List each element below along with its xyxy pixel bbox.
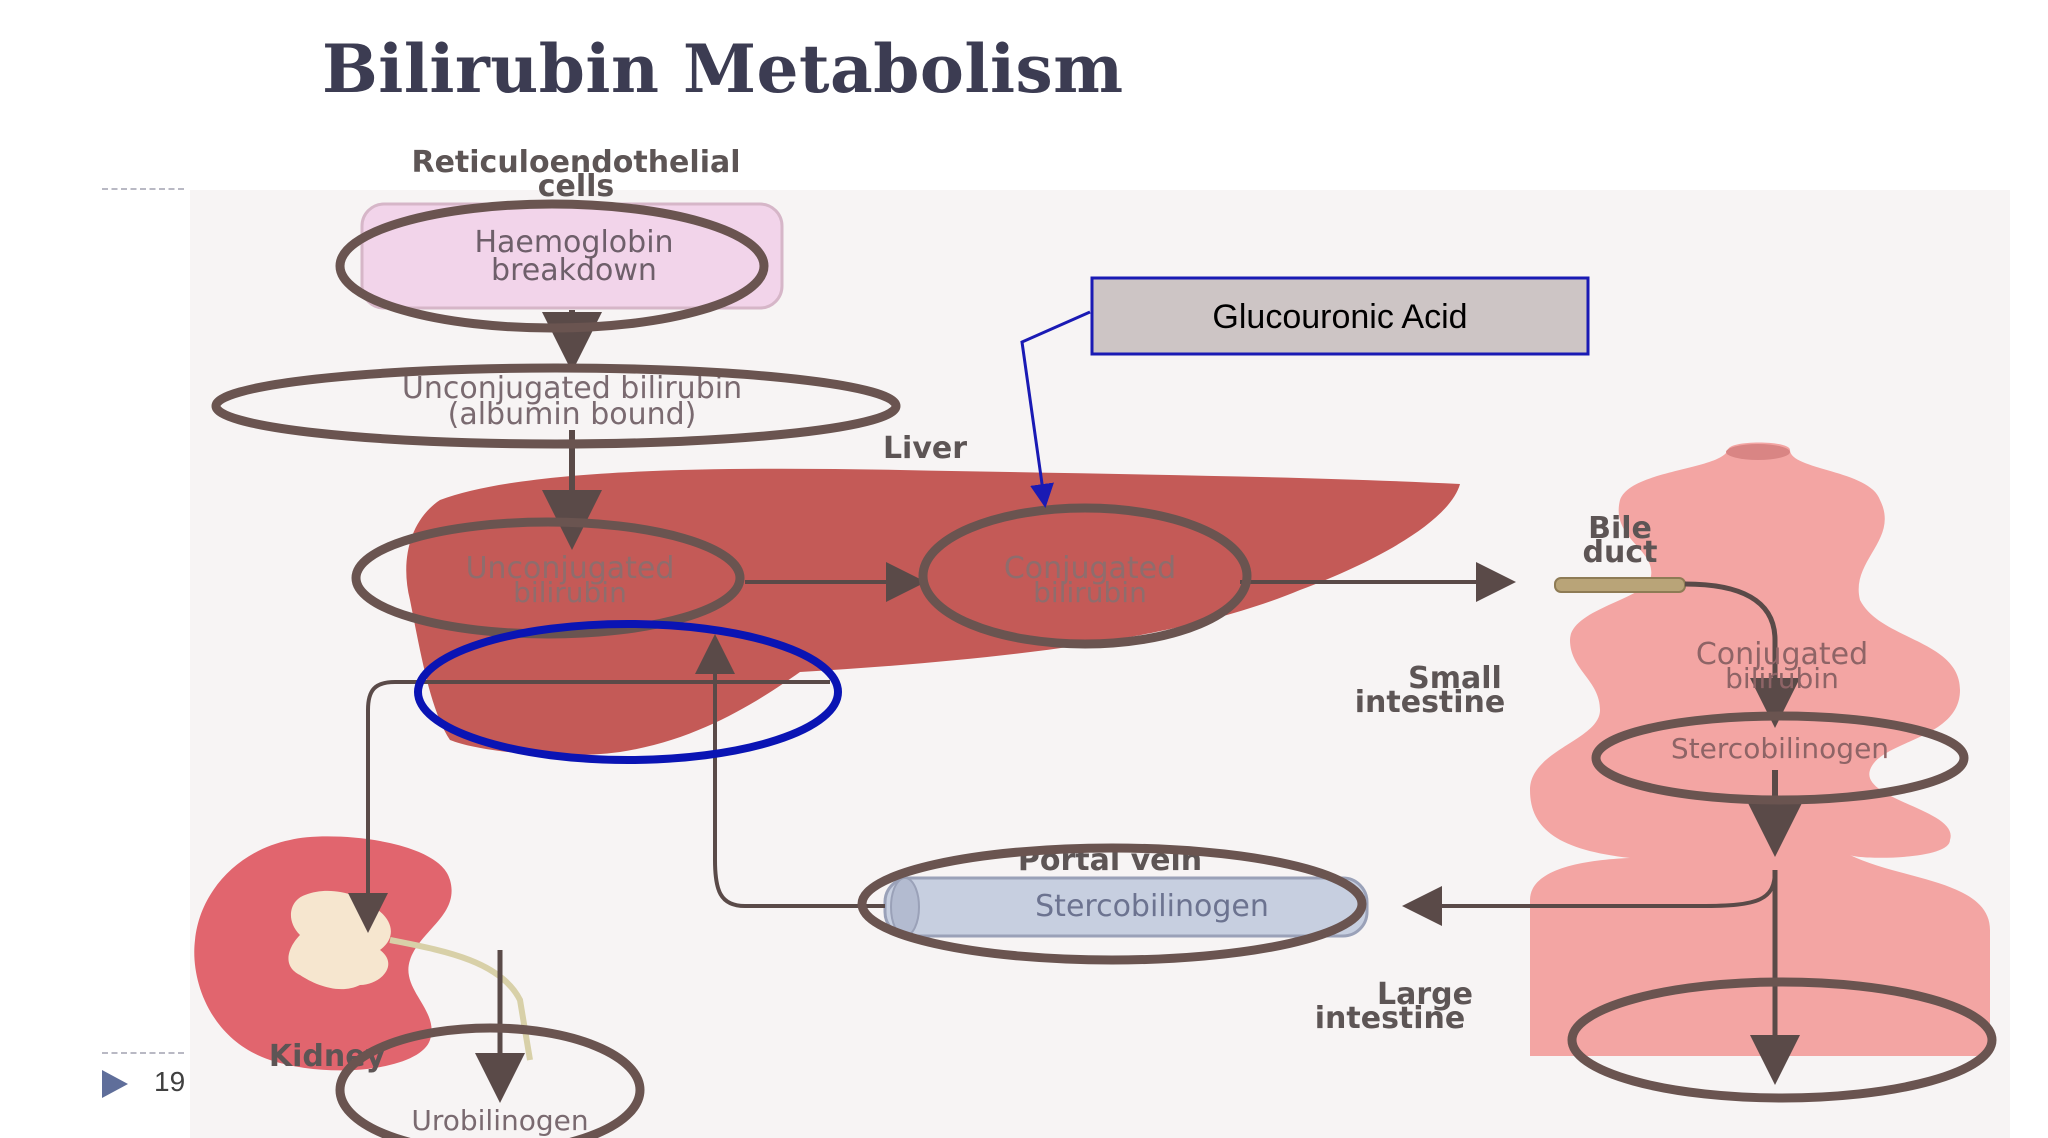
label-urobilinogen: Urobilinogen bbox=[411, 1104, 588, 1137]
callout-glucouronic-acid: Glucouronic Acid bbox=[1212, 298, 1467, 336]
slide-number: 19 bbox=[154, 1066, 186, 1097]
label-bile: Bile bbox=[1588, 511, 1652, 546]
label-breakdown: breakdown bbox=[491, 253, 657, 288]
arrow-bile-to-intestine bbox=[1684, 581, 1800, 728]
arrow-portal-to-liver bbox=[695, 634, 885, 908]
label-intestine-bilirubin: bilirubin bbox=[1725, 662, 1839, 695]
ring-portal-vein bbox=[857, 843, 1367, 965]
label-portal-stercobilinogen: Stercobilinogen bbox=[1035, 889, 1269, 924]
bile-duct-tube bbox=[1554, 577, 1686, 593]
label-unconjugated-bilirubin-albumin: Unconjugated bilirubin bbox=[402, 371, 742, 406]
ring-haemoglobin bbox=[335, 199, 769, 333]
label-albumin-bound: (albumin bound) bbox=[448, 397, 697, 432]
label-intestine-conjugated: Conjugated bbox=[1696, 637, 1868, 672]
intestine-shape bbox=[1530, 442, 1990, 1056]
highlight-ring-blue bbox=[414, 620, 842, 764]
label-liver: Liver bbox=[883, 431, 967, 466]
divider-bottom bbox=[102, 1052, 184, 1054]
intestine-opening bbox=[1726, 444, 1790, 460]
ring-conjugated-liver bbox=[918, 503, 1252, 649]
label-reticuloendothelial: Reticuloendothelial bbox=[411, 145, 740, 180]
label-conjugated: Conjugated bbox=[1004, 551, 1176, 586]
ring-unconjugated-albumin bbox=[211, 363, 901, 449]
divider-top bbox=[102, 188, 184, 190]
label-haemoglobin: Haemoglobin bbox=[474, 225, 673, 260]
label-unconjugated-bilirubin: bilirubin bbox=[513, 576, 627, 609]
label-cells: cells bbox=[538, 169, 615, 204]
label-small: Small bbox=[1408, 661, 1502, 696]
ring-unconjugated-liver bbox=[351, 517, 745, 639]
label-duct: duct bbox=[1583, 535, 1658, 570]
ureter bbox=[389, 937, 533, 1061]
callout-box bbox=[1090, 276, 1590, 356]
annotation-rings bbox=[211, 199, 1997, 1138]
label-intestine-stercobilinogen: Stercobilinogen bbox=[1671, 732, 1889, 765]
arrow-to-portal-vein bbox=[1402, 869, 1777, 926]
label-conjugated-bilirubin: bilirubin bbox=[1033, 576, 1147, 609]
ring-large-intestine bbox=[1567, 977, 1997, 1103]
label-large-intestine: intestine bbox=[1315, 1001, 1466, 1036]
label-small-intestine: intestine bbox=[1355, 685, 1506, 720]
label-unconjugated: Unconjugated bbox=[466, 551, 675, 586]
triangle-bullet-icon bbox=[102, 1070, 128, 1098]
callout-arrow bbox=[1020, 310, 1091, 508]
label-large: Large bbox=[1377, 977, 1473, 1012]
slide-title: Bilirubin Metabolism bbox=[322, 30, 1124, 108]
ring-intestine-stercobilinogen bbox=[1591, 711, 1969, 805]
ring-urobilinogen bbox=[335, 1023, 645, 1138]
arrow-liver-to-kidney bbox=[348, 680, 830, 933]
